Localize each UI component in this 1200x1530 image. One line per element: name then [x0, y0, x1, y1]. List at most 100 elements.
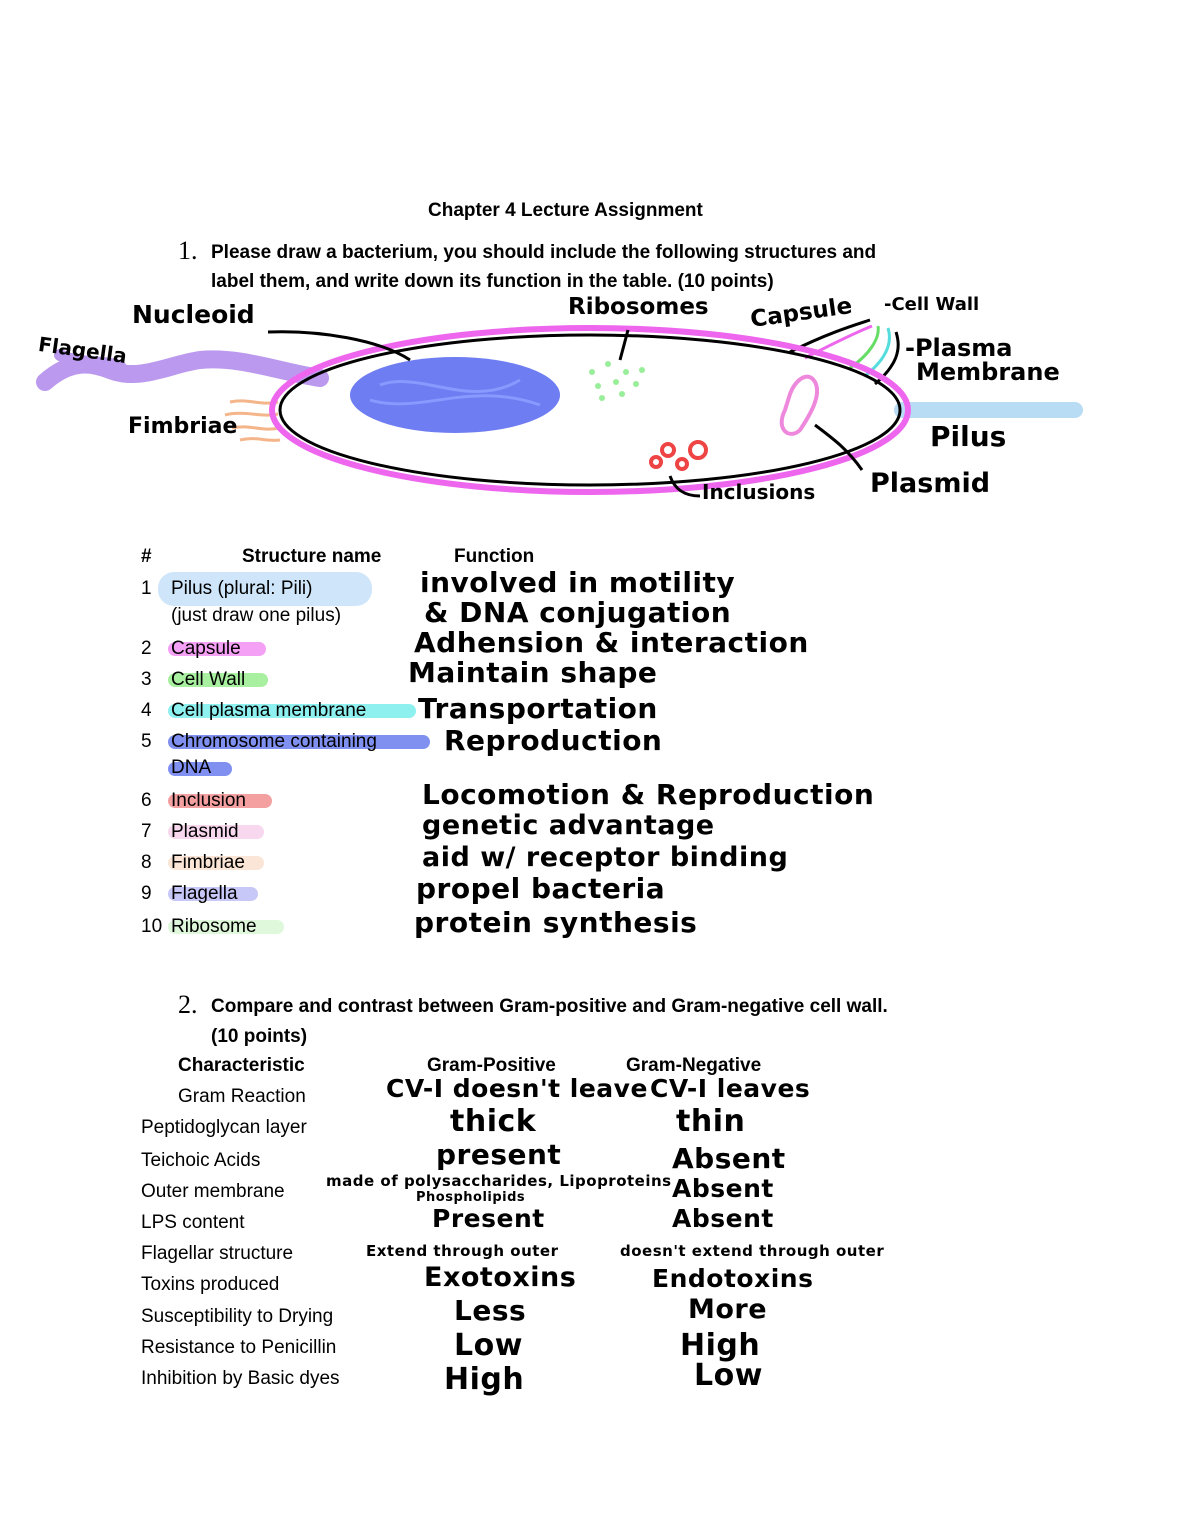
characteristic-name: Peptidoglycan layer [141, 1117, 307, 1138]
table2-header-gram-negative: Gram-Negative [626, 1055, 762, 1076]
row-number: 8 [141, 852, 152, 873]
highlight-cell-wall [168, 673, 268, 687]
table1-header-structure: Structure name [242, 546, 382, 567]
row-number: 4 [141, 700, 152, 721]
label-nucleoid: Nucleoid [132, 300, 255, 329]
question-1-number: 1. [178, 236, 198, 265]
function-answer: Reproduction [444, 724, 663, 757]
function-answer: propel bacteria [416, 872, 666, 905]
highlight-pilus [158, 572, 372, 606]
gram-negative-answer: High [680, 1328, 761, 1363]
highlight-dna [168, 762, 232, 776]
characteristic-name: Resistance to Penicillin [141, 1337, 337, 1358]
characteristic-name: Teichoic Acids [141, 1150, 261, 1171]
gram-negative-answer: Endotoxins [652, 1264, 814, 1293]
label-inclusions: Inclusions [702, 480, 816, 504]
highlight-inclusion [168, 794, 272, 808]
function-answer: Maintain shape [408, 656, 658, 689]
gram-positive-answer-line2: Phospholipids [416, 1190, 526, 1205]
characteristic-name: Flagellar structure [141, 1243, 294, 1264]
label-pilus: Pilus [930, 420, 1007, 453]
structure-name: Cell plasma membrane [171, 700, 367, 721]
row-number: 3 [141, 669, 152, 690]
label-cell-wall: -Cell Wall [884, 294, 980, 315]
table2-header-gram-positive: Gram-Positive [427, 1055, 556, 1076]
structure-name: Chromosome containing [171, 731, 377, 752]
gram-positive-answer: thick [450, 1104, 537, 1139]
function-answer: Transportation [418, 692, 658, 725]
function-answer: involved in motility [420, 566, 736, 599]
structure-name: Ribosome [171, 916, 257, 937]
row-number: 9 [141, 883, 152, 904]
label-membrane: Membrane [916, 358, 1060, 386]
row-number: 2 [141, 638, 152, 659]
gram-negative-answer: doesn't extend through outer [620, 1242, 885, 1260]
cell-outline-outer [269, 325, 911, 495]
highlight-plasmid [168, 825, 264, 839]
row-number: 10 [141, 916, 163, 937]
row-number: 5 [141, 731, 152, 752]
function-answer: Locomotion & Reproduction [422, 778, 875, 811]
inclusions-shape [649, 440, 708, 471]
label-fimbriae: Fimbriae [128, 414, 238, 439]
structure-name: Inclusion [171, 790, 246, 811]
structure-name: Fimbriae [171, 852, 245, 873]
structure-name: Capsule [171, 638, 241, 659]
table2-header-characteristic: Characteristic [178, 1055, 305, 1076]
gram-positive-answer: CV-I doesn't leave [386, 1074, 648, 1103]
label-plasma: -Plasma [905, 334, 1013, 362]
gram-positive-answer: made of polysaccharides, Lipoproteins [326, 1172, 672, 1190]
table1-header-num: # [141, 546, 152, 567]
highlight-ribosome [168, 920, 284, 934]
gram-positive-answer: High [444, 1362, 525, 1397]
table1-header-function: Function [454, 546, 535, 567]
cell-outline-inner [278, 333, 902, 487]
function-answer: Adhension & interaction [414, 626, 809, 659]
characteristic-name: Gram Reaction [178, 1086, 306, 1107]
function-answer: genetic advantage [422, 810, 715, 841]
question-1-text-line1: Please draw a bacterium, you should incl… [211, 242, 877, 263]
gram-negative-answer: thin [676, 1104, 746, 1139]
structure-name: Flagella [171, 883, 238, 904]
question-2-number: 2. [178, 990, 198, 1019]
gram-negative-answer: Absent [672, 1204, 774, 1233]
row-number: 6 [141, 790, 152, 811]
bacterium-diagram [36, 318, 1083, 498]
gram-negative-answer: Absent [672, 1142, 786, 1175]
label-ribosomes: Ribosomes [568, 294, 709, 320]
highlight-chromosome [168, 735, 430, 749]
highlight-capsule [168, 642, 266, 656]
gram-positive-answer: Extend through outer [366, 1242, 559, 1260]
highlight-fimbriae [168, 856, 264, 870]
question-2-text-line2: (10 points) [211, 1026, 308, 1047]
characteristic-name: Susceptibility to Drying [141, 1306, 334, 1327]
gram-negative-answer: Low [694, 1358, 763, 1393]
structure-name-line2: DNA [171, 757, 212, 778]
page-title: Chapter 4 Lecture Assignment [428, 200, 703, 221]
structure-name: Plasmid [171, 821, 239, 842]
gram-positive-answer: Exotoxins [424, 1262, 577, 1293]
gram-negative-answer: More [688, 1294, 768, 1325]
characteristic-name: Inhibition by Basic dyes [141, 1368, 340, 1389]
nucleoid-shape [350, 357, 560, 433]
question-1-text-line2: label them, and write down its function … [211, 271, 774, 292]
characteristic-name: LPS content [141, 1212, 245, 1233]
gram-positive-answer: Less [454, 1294, 527, 1327]
structure-name-line2: (just draw one pilus) [171, 605, 342, 626]
structure-name: Pilus (plural: Pili) [171, 578, 313, 599]
ribosomes-dots [589, 361, 645, 401]
structure-name: Cell Wall [171, 669, 246, 690]
highlight-flagella [168, 887, 258, 901]
plasmid-shape [779, 374, 820, 436]
gram-positive-answer: Low [454, 1328, 523, 1363]
gram-positive-answer: Present [432, 1204, 545, 1233]
gram-positive-answer: present [436, 1138, 562, 1171]
label-plasmid: Plasmid [870, 468, 991, 499]
function-answer-line2: & DNA conjugation [424, 596, 732, 629]
function-answer: protein synthesis [414, 906, 698, 939]
row-number: 1 [141, 578, 152, 599]
highlight-membrane [168, 704, 416, 718]
row-number: 7 [141, 821, 152, 842]
function-answer: aid w/ receptor binding [422, 842, 789, 873]
characteristic-name: Outer membrane [141, 1181, 285, 1202]
